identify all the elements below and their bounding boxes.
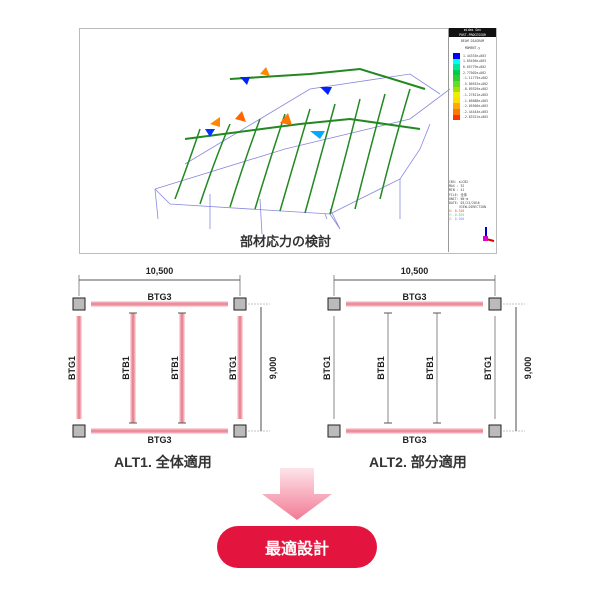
axis-z: Z: 0.500 — [449, 217, 465, 222]
column — [72, 297, 86, 311]
legend-swatch — [453, 86, 460, 93]
optimal-design-button[interactable]: 最適設計 — [217, 526, 377, 568]
structure-model-render — [154, 67, 451, 235]
alt1-title: ALT1. 全体適用 — [114, 454, 212, 470]
column — [488, 424, 502, 438]
legend-title: midas Gen — [463, 28, 482, 32]
legend-row: -5.00552e+002 — [449, 80, 496, 87]
legend-value: -8.89329e+002 — [463, 87, 488, 92]
width-dimension-label: 10,500 — [146, 266, 174, 276]
column — [233, 297, 247, 311]
legend-value: -2.44444e+003 — [463, 109, 488, 114]
legend-component: MOMENT-y — [464, 46, 481, 50]
down-arrow-icon — [262, 468, 332, 520]
legend-swatch — [453, 64, 460, 70]
legend-swatch — [453, 103, 460, 109]
legend-info-line: MAX : 32 — [449, 184, 465, 189]
legend-swatch — [453, 69, 460, 76]
legend-value: -2.05566e+003 — [463, 104, 488, 109]
legend-row: 6.65779e+002 — [449, 64, 496, 70]
legend-row: 2.77002e+002 — [449, 69, 496, 76]
legend-info-line: UNIT: kN·m — [449, 197, 469, 202]
legend-swatch — [453, 92, 460, 98]
legend-info-line: FILE: 全体 — [449, 193, 467, 198]
legend-row: -2.44444e+003 — [449, 108, 496, 115]
beam-label-left: BTG1 — [322, 356, 332, 380]
view-direction-label: VIEW-DIRECTION — [459, 205, 486, 210]
legend-swatch — [453, 114, 460, 121]
beam-label-top: BTG3 — [147, 292, 171, 302]
legend-swatch — [453, 75, 460, 81]
beam-label-inner: BTB1 — [121, 356, 131, 380]
legend-value: -5.00552e+002 — [463, 81, 488, 86]
legend-swatch — [453, 58, 460, 65]
legend-value: 1.44333e+003 — [463, 53, 487, 58]
model-viewer: 部材応力の検討 — [79, 28, 497, 254]
legend-row: -1.11775e+002 — [449, 75, 496, 81]
legend-row: 1.44333e+003 — [449, 53, 496, 59]
diagram-alt1 — [72, 275, 270, 438]
beam-label-inner: BTB1 — [170, 356, 180, 380]
beam-label-right: BTG1 — [228, 356, 238, 380]
legend-value: -1.27811e+003 — [463, 92, 488, 97]
legend-row: -1.66688e+003 — [449, 97, 496, 104]
legend-subtitle: POST-PROCESSOR — [459, 32, 486, 37]
column — [233, 424, 247, 438]
diagram-alt2 — [327, 275, 525, 438]
viewer-caption: 部材応力の検討 — [240, 234, 332, 249]
beam-label-top: BTG3 — [402, 292, 426, 302]
beam-label-inner: BTB1 — [376, 356, 386, 380]
column — [327, 297, 341, 311]
legend-value: -1.11775e+002 — [463, 76, 488, 81]
legend-swatch — [453, 80, 460, 87]
legend-info-line: MIN : 41 — [449, 188, 465, 193]
axis-y: Y:-0.835 — [449, 213, 465, 218]
legend-value: 6.65779e+002 — [463, 64, 487, 69]
legend-info-line: CBS: sLCB2 — [449, 180, 469, 185]
beam-label-bottom: BTG3 — [147, 435, 171, 445]
column — [72, 424, 86, 438]
column — [327, 424, 341, 438]
legend-row: -2.05566e+003 — [449, 103, 496, 109]
beam-label-left: BTG1 — [67, 356, 77, 380]
legend-value: -2.83321e+003 — [463, 115, 488, 120]
beam-label-right: BTG1 — [483, 356, 493, 380]
column — [488, 297, 502, 311]
legend-value: 1.05456e+003 — [463, 59, 487, 64]
width-dimension-label: 10,500 — [401, 266, 429, 276]
legend-swatch — [453, 97, 460, 104]
alt2-title: ALT2. 部分適用 — [369, 454, 467, 470]
legend-row: -1.27811e+003 — [449, 92, 496, 98]
legend-row: 1.05456e+003 — [449, 58, 496, 65]
legend-info-line: DATE: 03/23/2016 — [449, 201, 480, 206]
legend-swatch — [453, 53, 460, 59]
legend-value: 2.77002e+002 — [463, 70, 487, 75]
height-dimension-label: 9,000 — [523, 357, 533, 380]
beam-label-inner: BTB1 — [425, 356, 435, 380]
legend-swatch — [453, 108, 460, 115]
beam-label-bottom: BTG3 — [402, 435, 426, 445]
legend-row: -2.83321e+003 — [449, 114, 496, 121]
axis-x: X: 0.316 — [449, 209, 465, 214]
legend-type: BEAM DIAGRAM — [460, 39, 485, 43]
height-dimension-label: 9,000 — [268, 357, 278, 380]
axis-triad-icon — [483, 227, 495, 242]
legend-row: -8.89329e+002 — [449, 86, 496, 93]
legend-value: -1.66688e+003 — [463, 98, 488, 103]
